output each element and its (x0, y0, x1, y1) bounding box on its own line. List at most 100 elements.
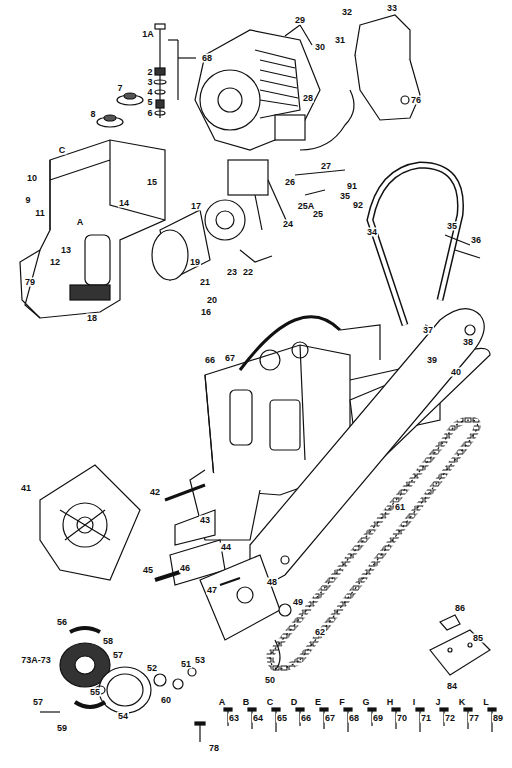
callout-number: 17 (190, 202, 202, 211)
callout-number: H (386, 698, 395, 707)
callout-number: 19 (189, 258, 201, 267)
callout-number: 57 (32, 698, 44, 707)
callout-number: 15 (146, 178, 158, 187)
saw-chain (270, 420, 478, 669)
callout-number: 59 (56, 724, 68, 733)
callout-number: 28 (302, 94, 314, 103)
callout-number: A (218, 698, 227, 707)
callout-number: 22 (242, 268, 254, 277)
callout-number: 6 (146, 109, 153, 118)
callout-number: 41 (20, 484, 32, 493)
fuel-line (295, 90, 354, 195)
callout-number: 53 (194, 656, 206, 665)
callout-number: 34 (366, 228, 378, 237)
callout-number: 60 (160, 696, 172, 705)
callout-number: 47 (206, 586, 218, 595)
clutch-drum (40, 628, 196, 713)
callout-number: 66 (300, 714, 312, 723)
callout-number: 69 (372, 714, 384, 723)
callout-number: 31 (334, 36, 346, 45)
callout-number: 16 (200, 308, 212, 317)
callout-number: 9 (24, 196, 31, 205)
engine (195, 25, 320, 150)
callout-number: 65 (276, 714, 288, 723)
callout-number: C (266, 698, 275, 707)
callout-number: 92 (352, 201, 364, 210)
callout-number: 29 (294, 16, 306, 25)
callout-number: 27 (320, 162, 332, 171)
callout-number: 1A (141, 30, 155, 39)
callout-number: 38 (462, 338, 474, 347)
callout-number: J (434, 698, 441, 707)
callout-number: 49 (292, 598, 304, 607)
guide-bar (250, 309, 484, 583)
callout-number: 73A-73 (20, 656, 52, 665)
bolt-stack (97, 24, 196, 127)
rear-handle-housing (20, 140, 165, 318)
callout-number: 78 (208, 744, 220, 753)
callout-number: 21 (199, 278, 211, 287)
callout-number: 18 (86, 314, 98, 323)
callout-number: 77 (468, 714, 480, 723)
callout-number: 54 (117, 712, 129, 721)
callout-number: 20 (206, 296, 218, 305)
callout-number: 5 (146, 98, 153, 107)
callout-number: A (76, 218, 85, 227)
callout-number: D (290, 698, 299, 707)
callout-number: 32 (341, 8, 353, 17)
callout-number: 51 (180, 660, 192, 669)
callout-number: 56 (56, 618, 68, 627)
callout-number: 14 (118, 199, 130, 208)
callout-number: 35 (446, 222, 458, 231)
callout-number: 57 (112, 651, 124, 660)
callout-number: 70 (396, 714, 408, 723)
callout-number: 37 (422, 326, 434, 335)
callout-number: F (338, 698, 346, 707)
callout-number: 66 (204, 356, 216, 365)
callout-number: 61 (394, 503, 406, 512)
callout-number: G (361, 698, 370, 707)
callout-number: 91 (346, 182, 358, 191)
callout-number: 58 (102, 637, 114, 646)
callout-number: 39 (426, 356, 438, 365)
callout-number: I (412, 698, 417, 707)
callout-number: 79 (24, 278, 36, 287)
callout-number: 50 (264, 676, 276, 685)
callout-number: 30 (314, 43, 326, 52)
callout-number: 2 (146, 68, 153, 77)
callout-number: 26 (284, 178, 296, 187)
callout-number: 89 (492, 714, 504, 723)
callout-number: 36 (470, 236, 482, 245)
callout-number: 55 (89, 688, 101, 697)
callout-number: 7 (116, 84, 123, 93)
callout-number: 40 (450, 368, 462, 377)
callout-number: 8 (89, 110, 96, 119)
callout-number: 84 (446, 682, 458, 691)
callout-number: 23 (226, 268, 238, 277)
fan-housing (40, 465, 140, 580)
callout-number: 72 (444, 714, 456, 723)
callout-number: 4 (146, 88, 153, 97)
callout-number: K (458, 698, 467, 707)
callout-number: 35 (339, 192, 351, 201)
screw-row (224, 708, 496, 732)
callout-number: B (242, 698, 251, 707)
callout-number: L (482, 698, 490, 707)
callout-number: 85 (472, 634, 484, 643)
callout-number: 48 (266, 578, 278, 587)
callout-number: 24 (282, 220, 294, 229)
callout-number: 86 (454, 604, 466, 613)
callout-number: 10 (26, 174, 38, 183)
callout-number: 44 (220, 543, 232, 552)
callout-number: 68 (201, 54, 213, 63)
callout-number: 3 (146, 78, 153, 87)
callout-number: 46 (179, 564, 191, 573)
callout-number: 45 (142, 566, 154, 575)
callout-number: 13 (60, 246, 72, 255)
carburetor (152, 160, 286, 280)
callout-number: 64 (252, 714, 264, 723)
callout-number: 76 (410, 96, 422, 105)
callout-number: 12 (49, 258, 61, 267)
callout-number: 52 (146, 664, 158, 673)
